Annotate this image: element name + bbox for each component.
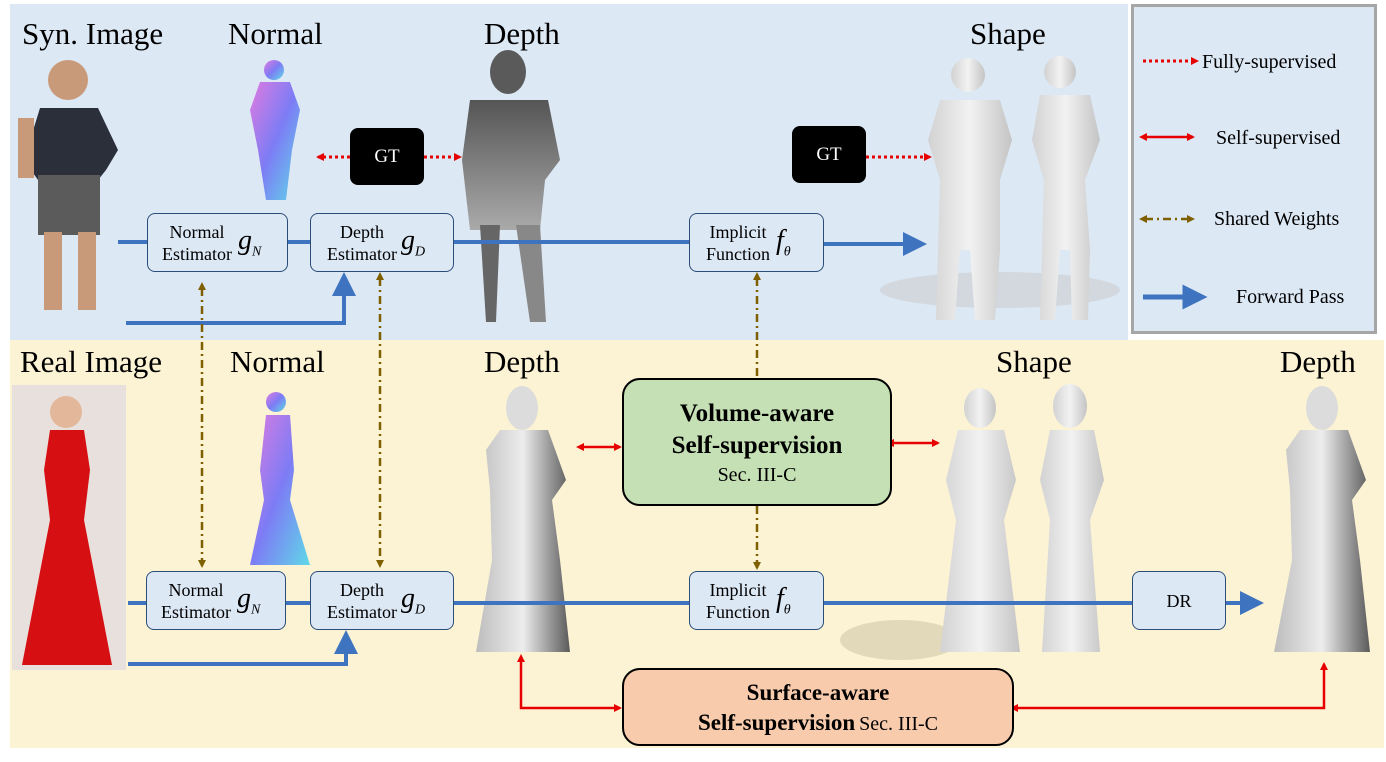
- legend: Fully-supervised Self-supervised Shared …: [1131, 4, 1377, 334]
- bottom-normal-estimator-line2: Estimator: [161, 601, 231, 622]
- bottom-depth-label: Depth: [484, 344, 560, 379]
- bottom-implicit-function-symbol: f: [776, 582, 784, 614]
- synthetic-shape-meshes: [880, 56, 1120, 320]
- volume-aware-box: Volume-aware Self-supervision Sec. III-C: [622, 378, 892, 506]
- volume-aware-section: Sec. III-C: [717, 464, 797, 486]
- surface-aware-title2: Self-supervision: [697, 710, 856, 735]
- synthetic-person-image: [18, 60, 118, 310]
- implicit-function-line1: Implicit: [709, 221, 767, 242]
- bottom-depth-estimator-line1: Depth: [340, 579, 384, 600]
- rendered-depth-map: [1274, 386, 1370, 652]
- implicit-function-line2: Function: [706, 243, 771, 264]
- bottom-normal-estimator-line1: Normal: [168, 579, 224, 600]
- legend-shared-weights: Shared Weights: [1214, 208, 1340, 230]
- real-normal-map: [250, 392, 310, 565]
- legend-fully-supervised: Fully-supervised: [1202, 51, 1337, 73]
- normal-estimator-symbol: g: [238, 224, 252, 256]
- bottom-implicit-function-line2: Function: [706, 601, 771, 622]
- dr-box: DR: [1132, 571, 1226, 630]
- top-shape-label: Shape: [970, 16, 1046, 51]
- legend-forward-pass: Forward Pass: [1236, 286, 1345, 308]
- bottom-depth-estimator-sub: D: [415, 602, 426, 618]
- output-depth-label: Depth: [1280, 344, 1356, 379]
- top-depth-label: Depth: [484, 16, 560, 51]
- surface-to-depth-arrow: [517, 654, 622, 712]
- depth-estimator-symbol: g: [401, 224, 415, 256]
- implicit-function-symbol: f: [776, 224, 784, 256]
- real-shape-meshes: [840, 384, 1104, 660]
- synthetic-depth-map: [462, 50, 560, 322]
- implicit-function-sub: θ: [783, 244, 791, 260]
- surface-aware-title1: Surface-aware: [746, 680, 890, 705]
- synthetic-normal-map: [250, 60, 300, 200]
- bottom-normal-estimator-sub: N: [251, 602, 261, 618]
- bottom-shape-label: Shape: [996, 344, 1072, 379]
- legend-symbols: [1139, 57, 1208, 310]
- bottom-normal-estimator-symbol: g: [237, 582, 251, 614]
- syn-image-label: Syn. Image: [22, 16, 164, 51]
- gt-box-normal-depth: GT: [350, 128, 424, 185]
- normal-estimator-sub: N: [252, 244, 262, 260]
- top-image-to-depth-arrow: [126, 272, 356, 325]
- bottom-normal-label: Normal: [230, 344, 325, 379]
- normal-estimator-line2: Estimator: [162, 243, 232, 264]
- volume-aware-title2: Self-supervision: [671, 432, 843, 459]
- depth-estimator-sub: D: [415, 244, 426, 260]
- bottom-implicit-function-sub: θ: [783, 602, 791, 618]
- gt-box-shape: GT: [792, 126, 866, 183]
- bottom-depth-estimator-line2: Estimator: [327, 601, 397, 622]
- bottom-image-to-depth-arrow: [128, 630, 358, 666]
- volume-aware-title1: Volume-aware: [679, 400, 835, 427]
- dr-label: DR: [1166, 590, 1192, 611]
- real-image-label: Real Image: [20, 344, 163, 379]
- bottom-depth-estimator-symbol: g: [401, 582, 415, 614]
- top-normal-label: Normal: [228, 16, 323, 51]
- surface-to-rendered-depth-arrow: [1010, 662, 1328, 712]
- bottom-implicit-function-line1: Implicit: [709, 579, 767, 600]
- depth-estimator-line1: Depth: [340, 221, 384, 242]
- normal-estimator-line1: Normal: [169, 221, 225, 242]
- real-person-image: [12, 385, 126, 670]
- surface-aware-section: Sec. III-C: [859, 713, 939, 735]
- surface-aware-box: Surface-aware Self-supervision Sec. III-…: [622, 668, 1014, 746]
- legend-self-supervised: Self-supervised: [1216, 127, 1341, 149]
- real-depth-map: [476, 386, 570, 652]
- depth-estimator-line2: Estimator: [327, 243, 397, 264]
